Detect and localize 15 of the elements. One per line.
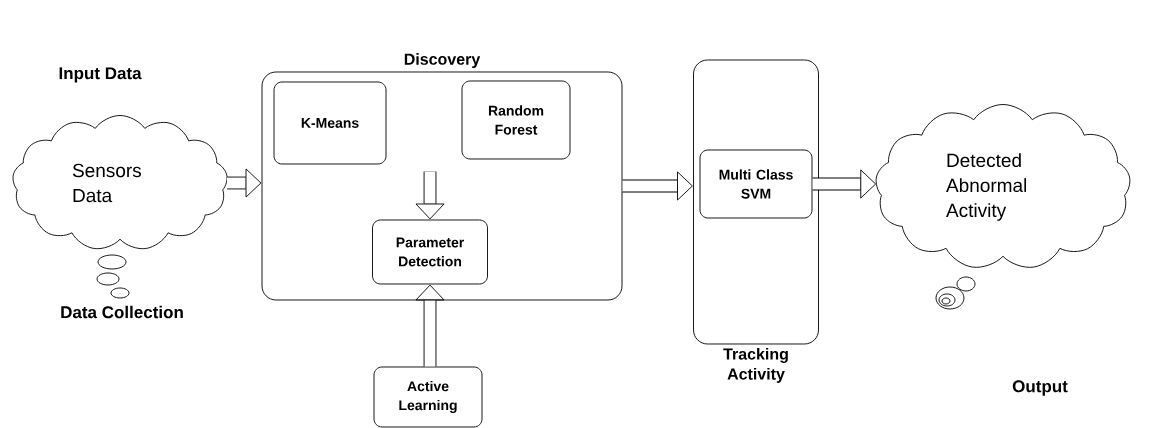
block-arrow bbox=[812, 169, 877, 199]
caption-text: Output bbox=[1012, 380, 1068, 396]
node-label: Tracking Activity bbox=[723, 347, 788, 383]
block-arrow bbox=[415, 171, 445, 220]
process-box: Multi Class SVM bbox=[699, 149, 813, 219]
block-arrow bbox=[415, 284, 445, 367]
process-box: K-Means bbox=[273, 81, 387, 165]
process-box: Random Forest bbox=[461, 80, 571, 160]
block-arrow bbox=[227, 168, 262, 198]
process-box: Active Learning bbox=[373, 366, 483, 428]
block-arrow bbox=[622, 171, 693, 201]
caption-text: Data Collection bbox=[61, 305, 183, 319]
caption-text: Input Data bbox=[59, 67, 142, 83]
node-label: Discovery bbox=[404, 53, 481, 69]
process-box: Parameter Detection bbox=[372, 219, 488, 285]
